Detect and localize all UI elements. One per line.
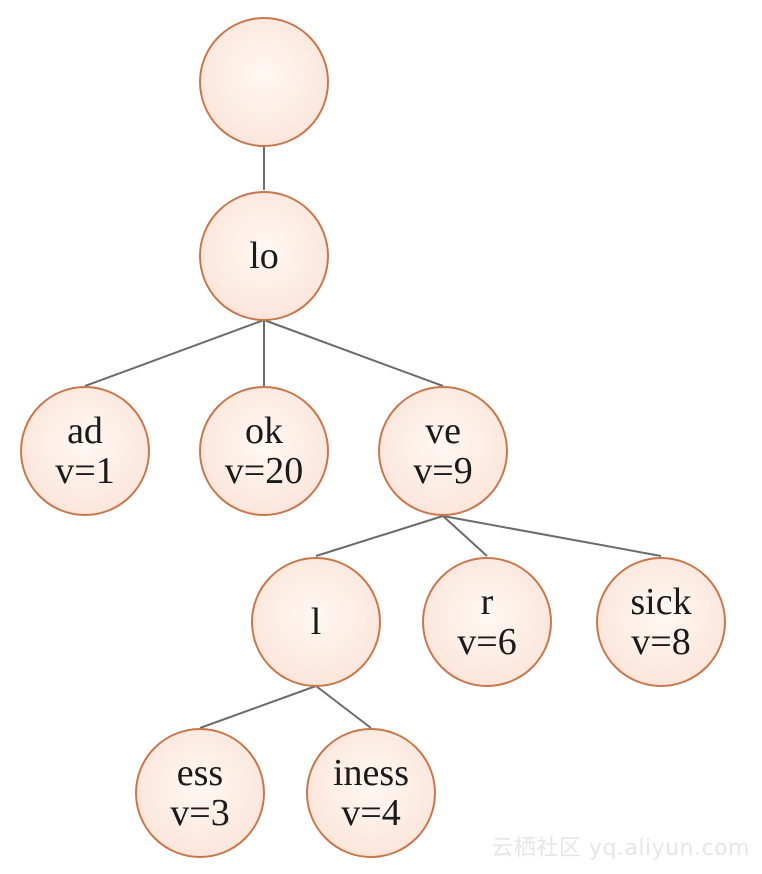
edge-lo-ve xyxy=(263,319,444,387)
node-circle xyxy=(251,557,381,687)
node-value-label: v=20 xyxy=(225,450,303,492)
node-ad: adv=1 xyxy=(20,386,150,516)
node-value-label: v=8 xyxy=(631,621,690,663)
node-l: l xyxy=(251,557,381,687)
node-key-label: l xyxy=(311,601,322,643)
edge-l-iness xyxy=(315,685,372,729)
node-key-label: iness xyxy=(333,752,409,794)
node-key-label: ad xyxy=(67,410,103,452)
node-value-label: v=6 xyxy=(457,621,516,663)
edge-lo-ad xyxy=(84,319,265,387)
node-circle xyxy=(306,728,436,858)
node-circle xyxy=(422,557,552,687)
node-key-label: ve xyxy=(425,410,461,452)
node-circle xyxy=(135,728,265,858)
node-key-label: ok xyxy=(245,410,283,452)
node-circle xyxy=(20,386,150,516)
node-key-label: lo xyxy=(249,235,279,277)
node-value-label: v=3 xyxy=(170,792,229,834)
edge-ve-sick xyxy=(442,515,662,557)
node-ok: okv=20 xyxy=(199,386,329,516)
node-value-label: v=1 xyxy=(55,450,114,492)
edge-ve-l xyxy=(315,515,444,557)
node-circle xyxy=(199,191,329,321)
edge-ve-r xyxy=(442,515,488,557)
node-circle xyxy=(199,17,329,147)
node-value-label: v=4 xyxy=(341,792,400,834)
node-circle xyxy=(596,557,726,687)
node-key-label: ess xyxy=(177,752,223,794)
node-key-label: sick xyxy=(630,581,691,623)
node-lo: lo xyxy=(199,191,329,321)
watermark: 云栖社区 yq.aliyun.com xyxy=(491,836,750,861)
node-circle xyxy=(199,386,329,516)
node-key-label: r xyxy=(481,581,494,623)
node-root xyxy=(199,17,329,147)
node-circle xyxy=(378,386,508,516)
node-value-label: v=9 xyxy=(413,450,472,492)
node-r: rv=6 xyxy=(422,557,552,687)
edge-l-ess xyxy=(199,685,317,729)
edges-layer xyxy=(84,146,662,729)
node-ve: vev=9 xyxy=(378,386,508,516)
